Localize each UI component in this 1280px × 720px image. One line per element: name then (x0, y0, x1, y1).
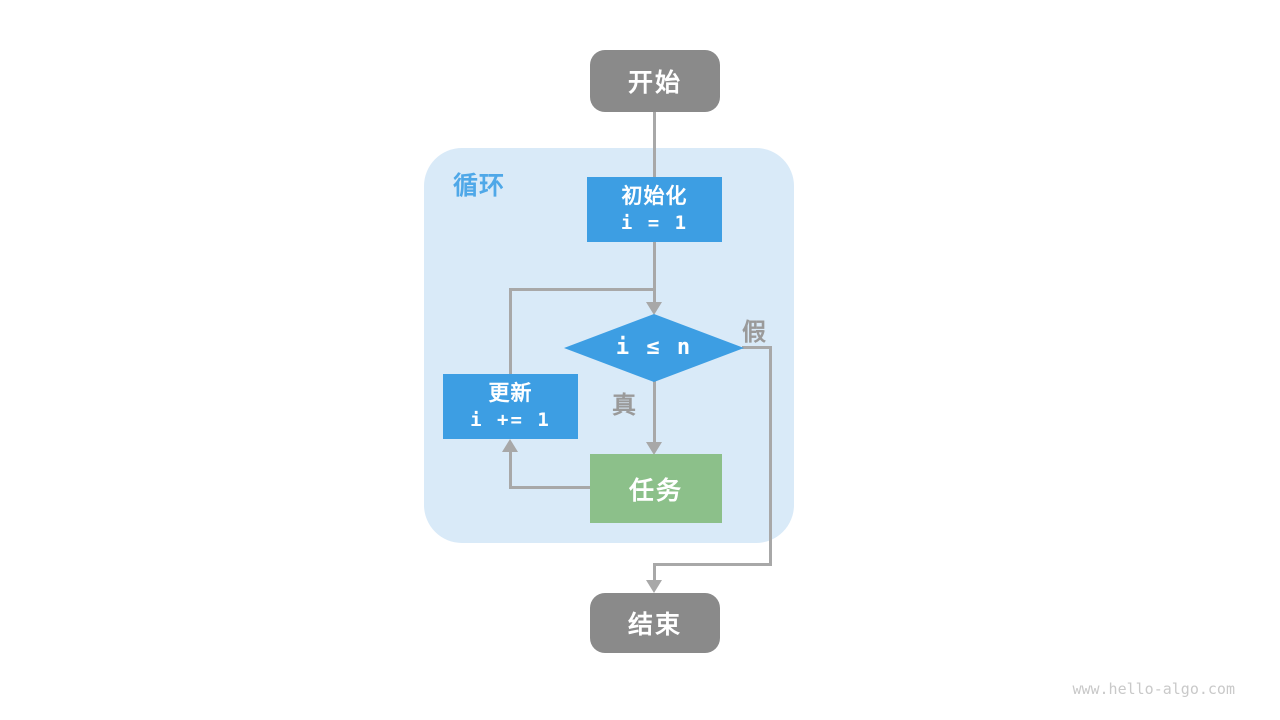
edge-task-to-update-horizontal (509, 486, 592, 489)
update-node-code: i += 1 (470, 408, 551, 431)
loop-region-label: 循环 (453, 172, 506, 200)
edge-condition-false-vertical (769, 346, 772, 566)
branch-label-true: 真 (612, 392, 636, 419)
arrowhead-into-condition (646, 302, 662, 315)
arrowhead-into-task (646, 442, 662, 455)
init-node-code: i = 1 (620, 211, 689, 234)
edge-task-to-update-vertical (509, 450, 512, 489)
edge-update-loopback-vertical (509, 288, 512, 376)
arrowhead-into-end (646, 580, 662, 593)
arrowhead-into-update (502, 439, 518, 452)
edge-false-to-end-vertical (653, 563, 656, 582)
edge-condition-false-horizontal (742, 346, 772, 349)
task-node-label: 任务 (628, 476, 683, 505)
watermark: www.hello-algo.com (1072, 680, 1235, 698)
init-node-title: 初始化 (621, 184, 688, 208)
task-node: 任务 (590, 454, 722, 523)
edge-false-to-end-horizontal (653, 563, 772, 566)
edge-condition-true-to-task (653, 380, 656, 444)
branch-label-false: 假 (742, 319, 766, 346)
init-node: 初始化 i = 1 (587, 177, 722, 242)
end-node-label: 结束 (627, 611, 682, 639)
start-node: 开始 (590, 50, 720, 112)
start-node-label: 开始 (627, 69, 682, 97)
end-node: 结束 (590, 593, 720, 653)
update-node-title: 更新 (488, 381, 533, 405)
edge-update-loopback-horizontal (509, 288, 656, 291)
update-node: 更新 i += 1 (443, 374, 578, 439)
condition-expression: i ≤ n (615, 335, 693, 361)
